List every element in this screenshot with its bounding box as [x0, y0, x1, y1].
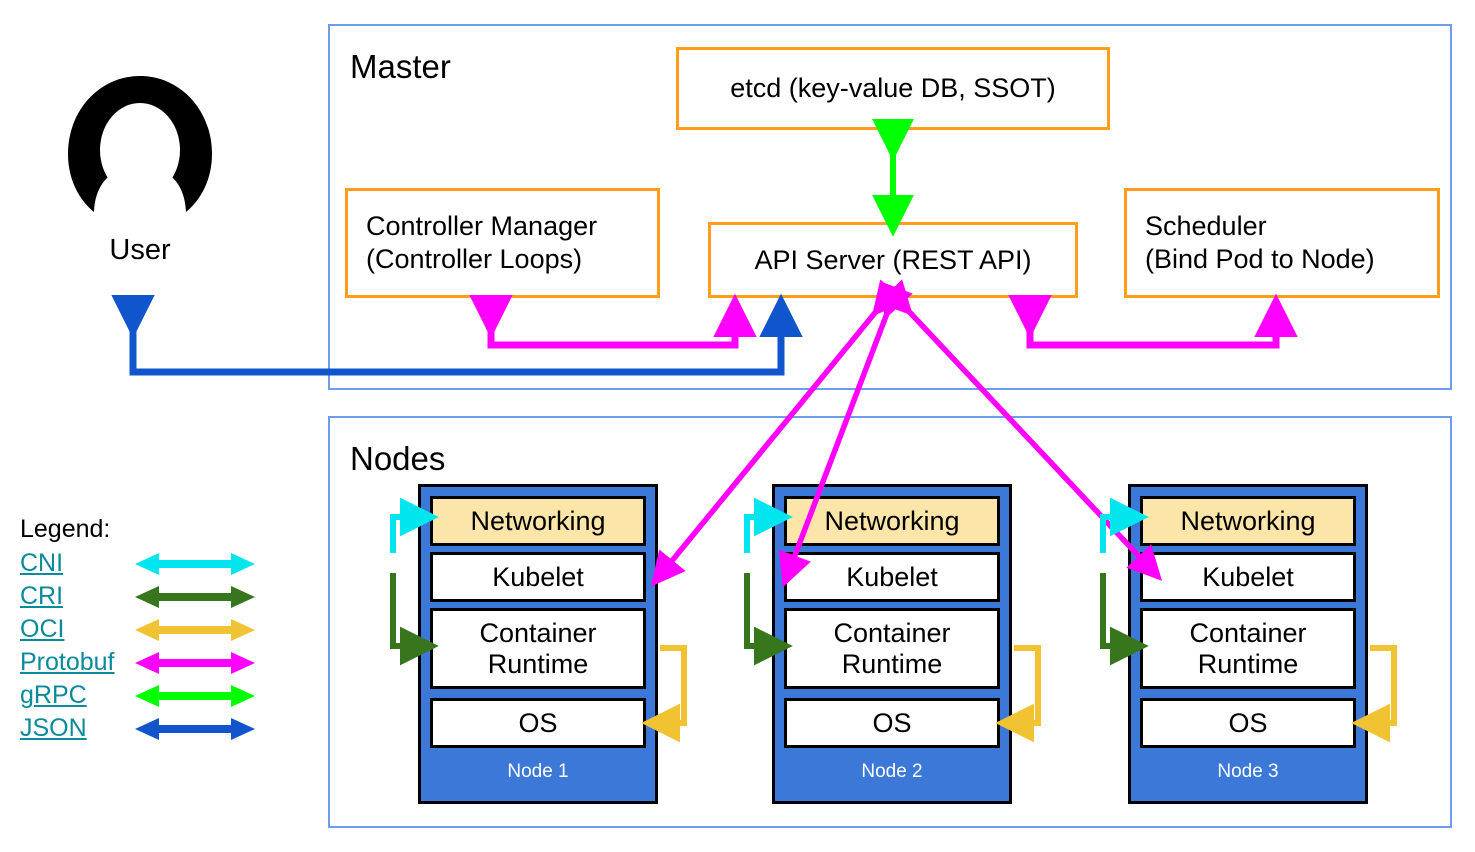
controller-manager-line2: (Controller Loops): [366, 244, 583, 274]
nodes-group-title: Nodes: [350, 440, 446, 477]
scheduler-line2: (Bind Pod to Node): [1145, 244, 1375, 274]
legend-label-protobuf[interactable]: Protobuf: [20, 648, 115, 677]
node-1-container-runtime-layer[interactable]: Container Runtime: [430, 608, 646, 689]
legend-item-grpc[interactable]: gRPC: [20, 680, 255, 713]
node-2-networking-layer[interactable]: Networking: [784, 496, 1000, 546]
node-2-name: Node 2: [861, 761, 923, 782]
node-3-os-layer[interactable]: OS: [1140, 698, 1356, 748]
controller-manager-line1: Controller Manager: [366, 211, 598, 242]
node-2-cr-line2: Runtime: [841, 648, 943, 679]
legend: Legend: CNI CRI OCI Protobuf: [20, 515, 255, 746]
legend-arrow-cni: [135, 553, 255, 575]
controller-manager-box[interactable]: Controller Manager (Controller Loops): [345, 188, 660, 298]
node-3-container-runtime-label: Container Runtime: [1189, 618, 1306, 680]
node-1-kubelet-label: Kubelet: [492, 561, 584, 592]
node-3-kubelet-layer[interactable]: Kubelet: [1140, 552, 1356, 602]
legend-item-cni[interactable]: CNI: [20, 548, 255, 581]
scheduler-box[interactable]: Scheduler (Bind Pod to Node): [1124, 188, 1440, 298]
api-server-box[interactable]: API Server (REST API): [708, 222, 1078, 298]
legend-label-grpc[interactable]: gRPC: [20, 681, 87, 710]
node-2-container-runtime-layer[interactable]: Container Runtime: [784, 608, 1000, 689]
node-2-kubelet-layer[interactable]: Kubelet: [784, 552, 1000, 602]
legend-arrow-protobuf: [135, 652, 255, 674]
legend-arrow-json: [135, 718, 255, 740]
node-3-container-runtime-layer[interactable]: Container Runtime: [1140, 608, 1356, 689]
node-3-os-label: OS: [1228, 707, 1268, 738]
legend-label-json[interactable]: JSON: [20, 714, 87, 743]
node-3-networking-layer[interactable]: Networking: [1140, 496, 1356, 546]
node-2-container-runtime-label: Container Runtime: [833, 618, 950, 680]
node-1-networking-label: Networking: [470, 505, 606, 536]
legend-arrow-grpc: [135, 685, 255, 707]
node-1-cr-line2: Runtime: [487, 648, 589, 679]
node-1-kubelet-layer[interactable]: Kubelet: [430, 552, 646, 602]
node-2-kubelet-label: Kubelet: [846, 561, 938, 592]
scheduler-label: Scheduler (Bind Pod to Node): [1145, 210, 1375, 276]
node-1-os-layer[interactable]: OS: [430, 698, 646, 748]
node-3-cr-line1: Container: [1189, 617, 1307, 648]
controller-manager-label: Controller Manager (Controller Loops): [366, 210, 597, 276]
node-2-networking-label: Networking: [824, 505, 960, 536]
node-3[interactable]: Networking Kubelet Container Runtime OS …: [1128, 484, 1368, 804]
etcd-label: etcd (key-value DB, SSOT): [730, 73, 1056, 104]
legend-item-json[interactable]: JSON: [20, 713, 255, 746]
legend-item-cri[interactable]: CRI: [20, 581, 255, 614]
node-1-networking-layer[interactable]: Networking: [430, 496, 646, 546]
node-3-cr-line2: Runtime: [1197, 648, 1299, 679]
node-2-os-layer[interactable]: OS: [784, 698, 1000, 748]
legend-item-oci[interactable]: OCI: [20, 614, 255, 647]
legend-label-cri[interactable]: CRI: [20, 582, 64, 611]
node-3-kubelet-label: Kubelet: [1202, 561, 1294, 592]
node-1-name: Node 1: [507, 761, 569, 782]
node-2-os-label: OS: [872, 707, 912, 738]
node-3-networking-label: Networking: [1180, 505, 1316, 536]
legend-label-cni[interactable]: CNI: [20, 549, 64, 578]
legend-arrow-cri: [135, 586, 255, 608]
etcd-box[interactable]: etcd (key-value DB, SSOT): [676, 47, 1110, 130]
api-server-label: API Server (REST API): [754, 244, 1032, 275]
master-group-title: Master: [350, 48, 451, 85]
node-2-cr-line1: Container: [833, 617, 951, 648]
user-figure[interactable]: User: [55, 68, 225, 283]
legend-item-protobuf[interactable]: Protobuf: [20, 647, 255, 680]
node-3-name: Node 3: [1217, 761, 1279, 782]
legend-title: Legend:: [20, 515, 111, 543]
node-1-os-label: OS: [518, 707, 558, 738]
node-2[interactable]: Networking Kubelet Container Runtime OS …: [772, 484, 1012, 804]
user-label: User: [109, 234, 171, 266]
legend-arrow-oci: [135, 619, 255, 641]
scheduler-line1: Scheduler: [1145, 211, 1267, 242]
user-avatar-icon: [68, 76, 212, 212]
node-1-cr-line1: Container: [479, 617, 597, 648]
node-1[interactable]: Networking Kubelet Container Runtime OS …: [418, 484, 658, 804]
legend-label-oci[interactable]: OCI: [20, 615, 65, 644]
node-1-container-runtime-label: Container Runtime: [479, 618, 596, 680]
